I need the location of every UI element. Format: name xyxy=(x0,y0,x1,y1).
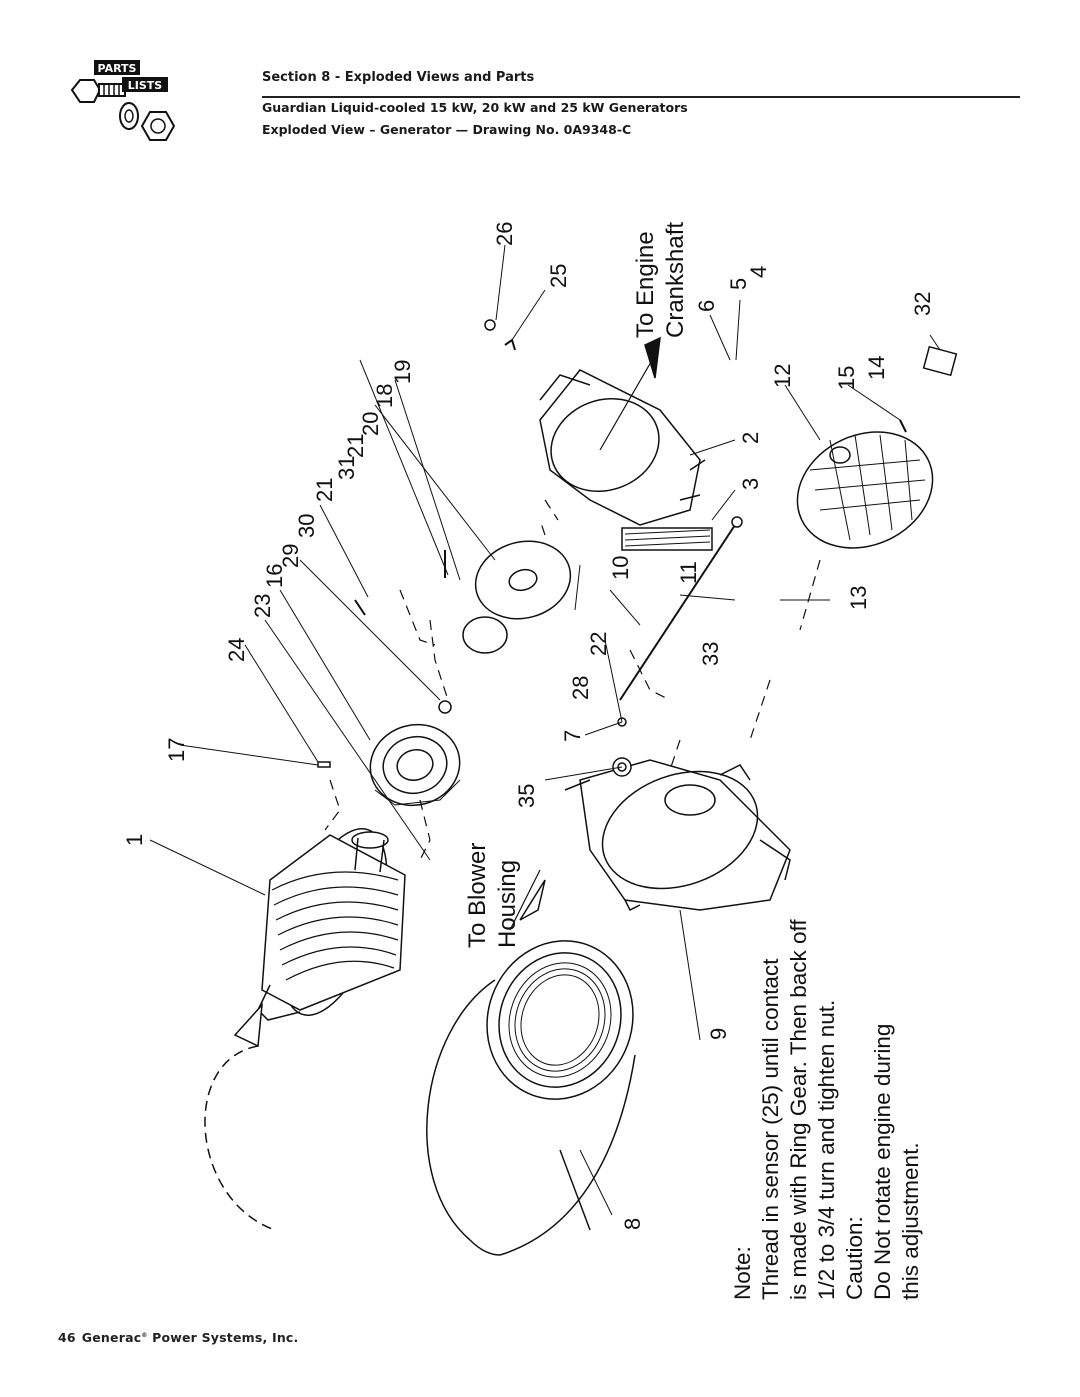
callout-20: 20 xyxy=(358,411,383,436)
logo-parts-text: PARTS xyxy=(98,62,137,75)
callout-2: 2 xyxy=(738,431,763,444)
callout-11: 11 xyxy=(676,561,701,584)
callout-31: 31 xyxy=(334,455,359,480)
engine-label-line2: Crankshaft xyxy=(662,221,689,338)
callout-26: 26 xyxy=(492,221,517,246)
callout-19: 19 xyxy=(390,359,415,384)
callout-15: 15 xyxy=(834,365,859,390)
caution-line2: this adjustment. xyxy=(898,1142,923,1300)
note-line2: is made with Ring Gear. Then back off xyxy=(786,919,811,1300)
callout-17: 17 xyxy=(164,737,189,762)
blower-label-line2: Housing xyxy=(494,859,521,948)
page-number: 46 xyxy=(58,1330,76,1345)
caution-title: Caution: xyxy=(842,1216,867,1300)
callout-1: 1 xyxy=(122,833,147,846)
page-footer: 46 Generac® Power Systems, Inc. xyxy=(58,1330,299,1345)
callout-24: 24 xyxy=(224,637,249,662)
note-line3: 1/2 to 3/4 turn and tighten nut. xyxy=(814,999,839,1300)
callout-12: 12 xyxy=(770,363,795,388)
footer-company: Generac xyxy=(81,1330,142,1345)
nut-icon xyxy=(140,111,176,141)
callout-7: 7 xyxy=(560,729,585,742)
callout-21a: 21 xyxy=(343,433,368,458)
drive-plate-part xyxy=(474,540,572,620)
bearing-carrier-part xyxy=(564,759,791,912)
callout-13: 13 xyxy=(846,585,871,610)
through-bolt-part xyxy=(619,524,736,701)
spacer-plate-part xyxy=(462,616,508,654)
drawing-title: Exploded View – Generator — Drawing No. … xyxy=(262,122,632,137)
callout-14: 14 xyxy=(864,355,889,380)
logo-lists-text: LISTS xyxy=(128,79,163,92)
callout-10: 10 xyxy=(608,555,633,580)
callout-3: 3 xyxy=(738,477,763,490)
stator-part xyxy=(426,940,636,1256)
engine-adapter-part xyxy=(539,369,706,526)
callout-16: 16 xyxy=(262,563,287,588)
callout-21b: 21 xyxy=(312,477,337,502)
blower-label-line1: To Blower xyxy=(464,842,491,948)
screen-cover-part xyxy=(796,431,934,549)
callout-30: 30 xyxy=(294,513,319,538)
note-title: Note: xyxy=(730,1246,755,1300)
header-rule xyxy=(262,96,1020,98)
callout-33: 33 xyxy=(698,641,723,666)
callout-22: 22 xyxy=(586,631,611,656)
parts-lists-logo: PARTS LISTS xyxy=(70,60,176,141)
bolt-icon xyxy=(70,79,126,103)
callout-18: 18 xyxy=(372,383,397,408)
footer-company-suffix: Power Systems, Inc. xyxy=(147,1330,299,1345)
callout-35: 35 xyxy=(514,783,539,808)
engine-label-line1: To Engine xyxy=(632,231,659,338)
callout-8: 8 xyxy=(620,1217,645,1230)
caution-line1: Do Not rotate engine during xyxy=(870,1023,895,1300)
callout-32: 32 xyxy=(910,291,935,316)
callout-25: 25 xyxy=(546,263,571,288)
section-title: Section 8 - Exploded Views and Parts xyxy=(262,70,535,85)
drawing-subtitle: Guardian Liquid-cooled 15 kW, 20 kW and … xyxy=(262,100,688,115)
fan-part xyxy=(369,723,461,807)
registered-mark: ® xyxy=(141,1331,148,1339)
callout-6: 6 xyxy=(694,299,719,312)
rotor-part xyxy=(233,828,406,1048)
callout-4: 4 xyxy=(746,265,771,278)
callout-23: 23 xyxy=(250,593,275,618)
callout-28: 28 xyxy=(568,675,593,700)
washer-icon xyxy=(119,102,139,130)
note-line1: Thread in sensor (25) until contact xyxy=(758,958,783,1300)
callout-5: 5 xyxy=(726,277,751,290)
callout-9: 9 xyxy=(706,1027,731,1040)
